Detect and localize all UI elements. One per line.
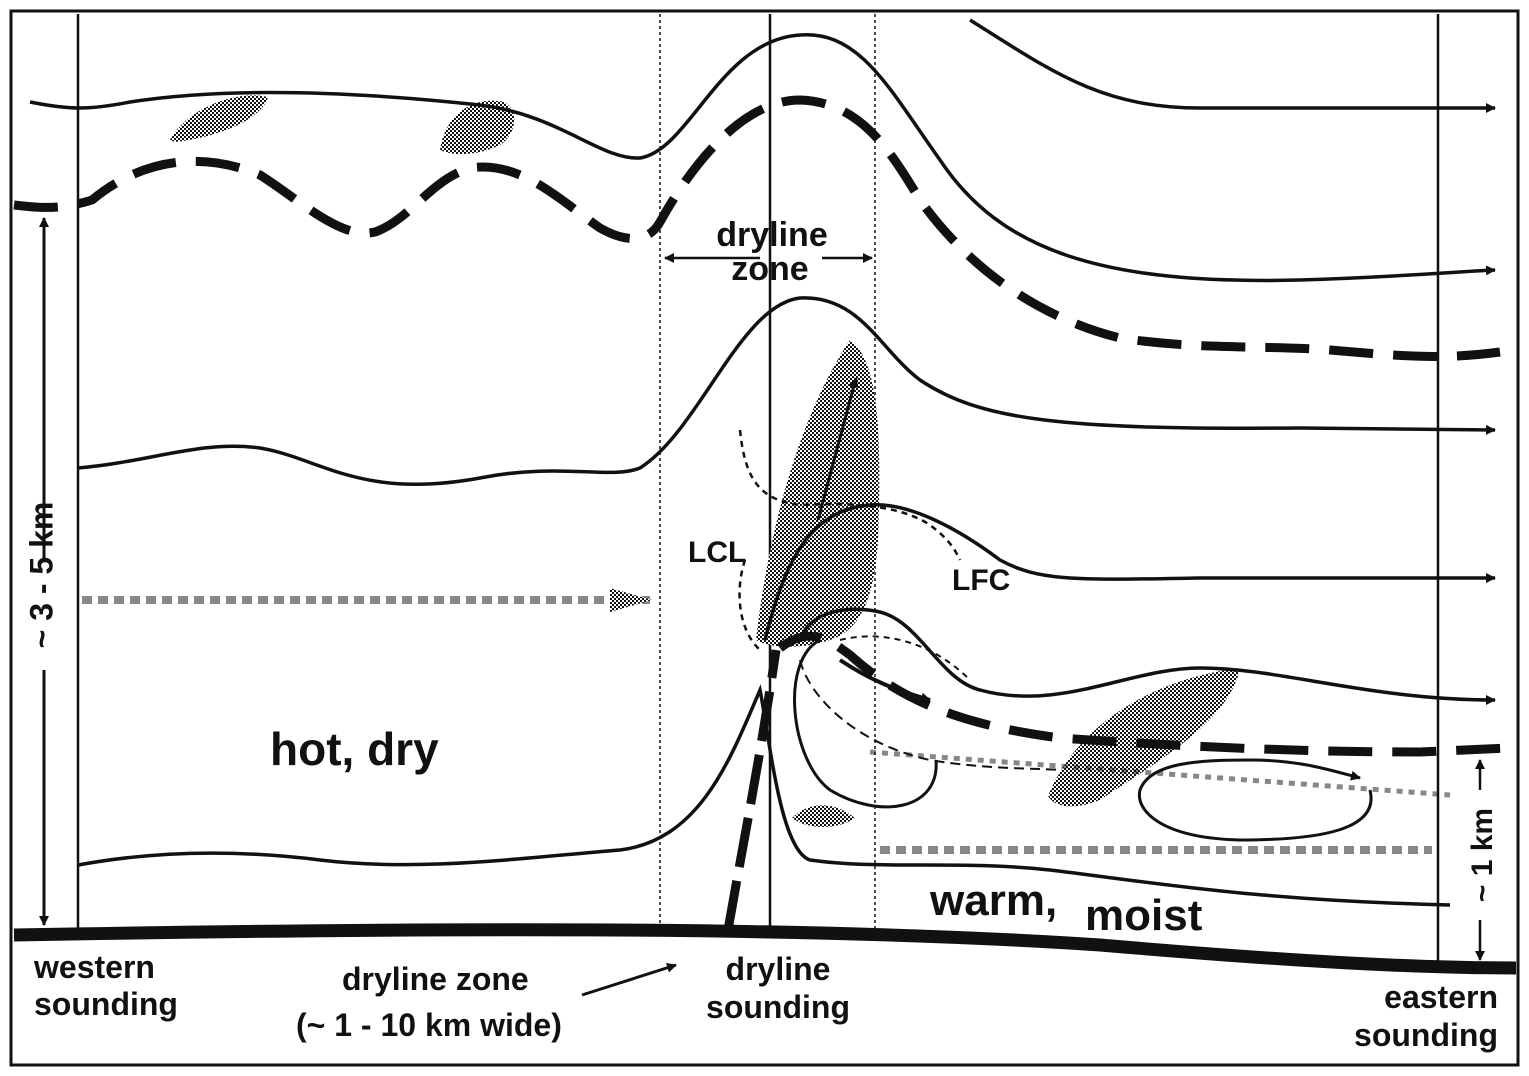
label-zone-width-2: (~ 1 - 10 km wide) <box>296 1007 562 1043</box>
streamline-loop <box>798 607 1496 705</box>
label-dryline-zone-top-2: zone <box>731 250 808 288</box>
downflow-arrow <box>838 658 931 703</box>
label-lcl: LCL <box>688 536 746 569</box>
streamline-mid-upper <box>77 296 1496 487</box>
label-western-1: western <box>33 949 155 985</box>
label-hot-dry: hot, dry <box>270 723 439 775</box>
hatched-flow-upper-head <box>610 588 652 612</box>
zone-width-pointer-arrow <box>581 962 677 997</box>
lcl-line <box>738 559 761 651</box>
label-height-right: ~ 1 km <box>1466 808 1499 902</box>
ground-surface <box>13 923 1517 975</box>
shaded-area-low <box>792 805 855 827</box>
streamline-recirculation <box>793 638 938 809</box>
shaded-area-1 <box>170 95 268 142</box>
dashed-boundary-top <box>13 95 1501 361</box>
dashed-boundary-low <box>777 631 1509 757</box>
shaded-area-2 <box>440 100 515 155</box>
label-lfc: LFC <box>952 564 1010 597</box>
label-western-2: sounding <box>34 986 178 1022</box>
hatched-flow-mid <box>869 749 1451 798</box>
label-dryline-zone-top-1: dryline <box>716 216 827 254</box>
streamline-mid <box>763 503 1496 641</box>
label-height-left: ~ 3 - 5 km <box>23 502 59 649</box>
moist-flow-dashed-upper <box>839 635 971 681</box>
dashed-dryline-updraft <box>723 649 781 931</box>
streamline-top-right <box>969 18 1496 113</box>
updraft-arrow <box>816 377 859 521</box>
shaded-area-east <box>1048 668 1240 807</box>
moist-flow-dashed <box>799 659 1061 771</box>
label-dryline-sounding-2: sounding <box>706 989 850 1025</box>
diagram-frame <box>9 9 1520 1067</box>
label-moist: moist <box>1085 891 1203 940</box>
streamline-eastern-eddy <box>1137 758 1373 842</box>
label-zone-width-1: dryline zone <box>342 961 529 997</box>
streamline-lower <box>77 684 1451 907</box>
label-dryline-sounding-1: dryline <box>726 951 831 987</box>
streamline-top <box>29 33 1496 283</box>
label-eastern-2: sounding <box>1354 1017 1498 1053</box>
label-warm: warm, <box>929 876 1057 925</box>
label-eastern-1: eastern <box>1384 979 1498 1015</box>
